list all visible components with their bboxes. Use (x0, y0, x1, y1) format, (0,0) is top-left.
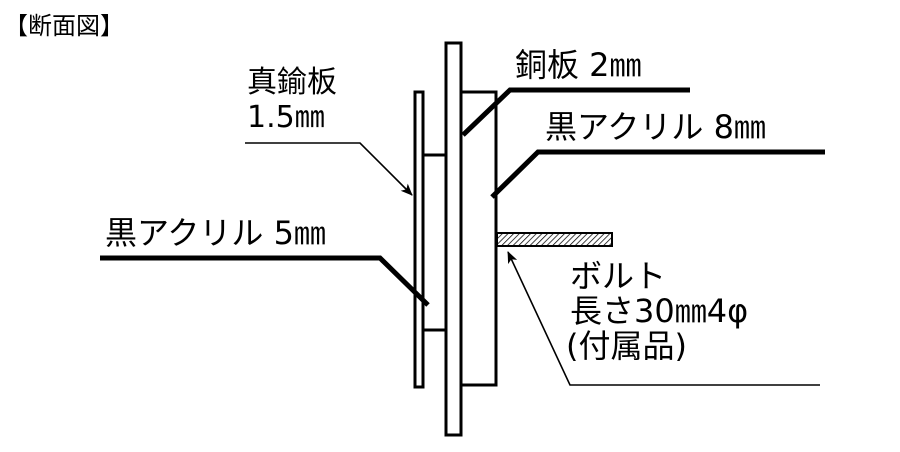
copper-plate (444, 41, 463, 437)
acrylic-8mm-label: 黒アクリル 8㎜ (545, 108, 766, 146)
diagram-title: 【断面図】 (4, 12, 124, 40)
brass-leader-arrow (245, 142, 413, 196)
brass-plate (413, 90, 425, 389)
bolt-label: ボルト (570, 257, 666, 295)
brass-label: 真鍮板 (247, 65, 337, 100)
acrylic-5mm-leader-line (100, 255, 430, 307)
copper-label: 銅板 2㎜ (515, 46, 642, 84)
brass-thickness-label: 1.5㎜ (247, 100, 325, 135)
copper-leader-line (461, 87, 690, 137)
bolt (496, 232, 613, 247)
bolt-leader-arrow (507, 251, 820, 386)
acrylic-8mm-block (459, 90, 498, 387)
bolt-included-label: (付属品) (566, 327, 687, 365)
acrylic-8mm-leader-line (490, 149, 825, 199)
bolt-size-label: 長さ30㎜4φ (570, 292, 748, 330)
acrylic-5mm-label: 黒アクリル 5㎜ (105, 214, 326, 252)
